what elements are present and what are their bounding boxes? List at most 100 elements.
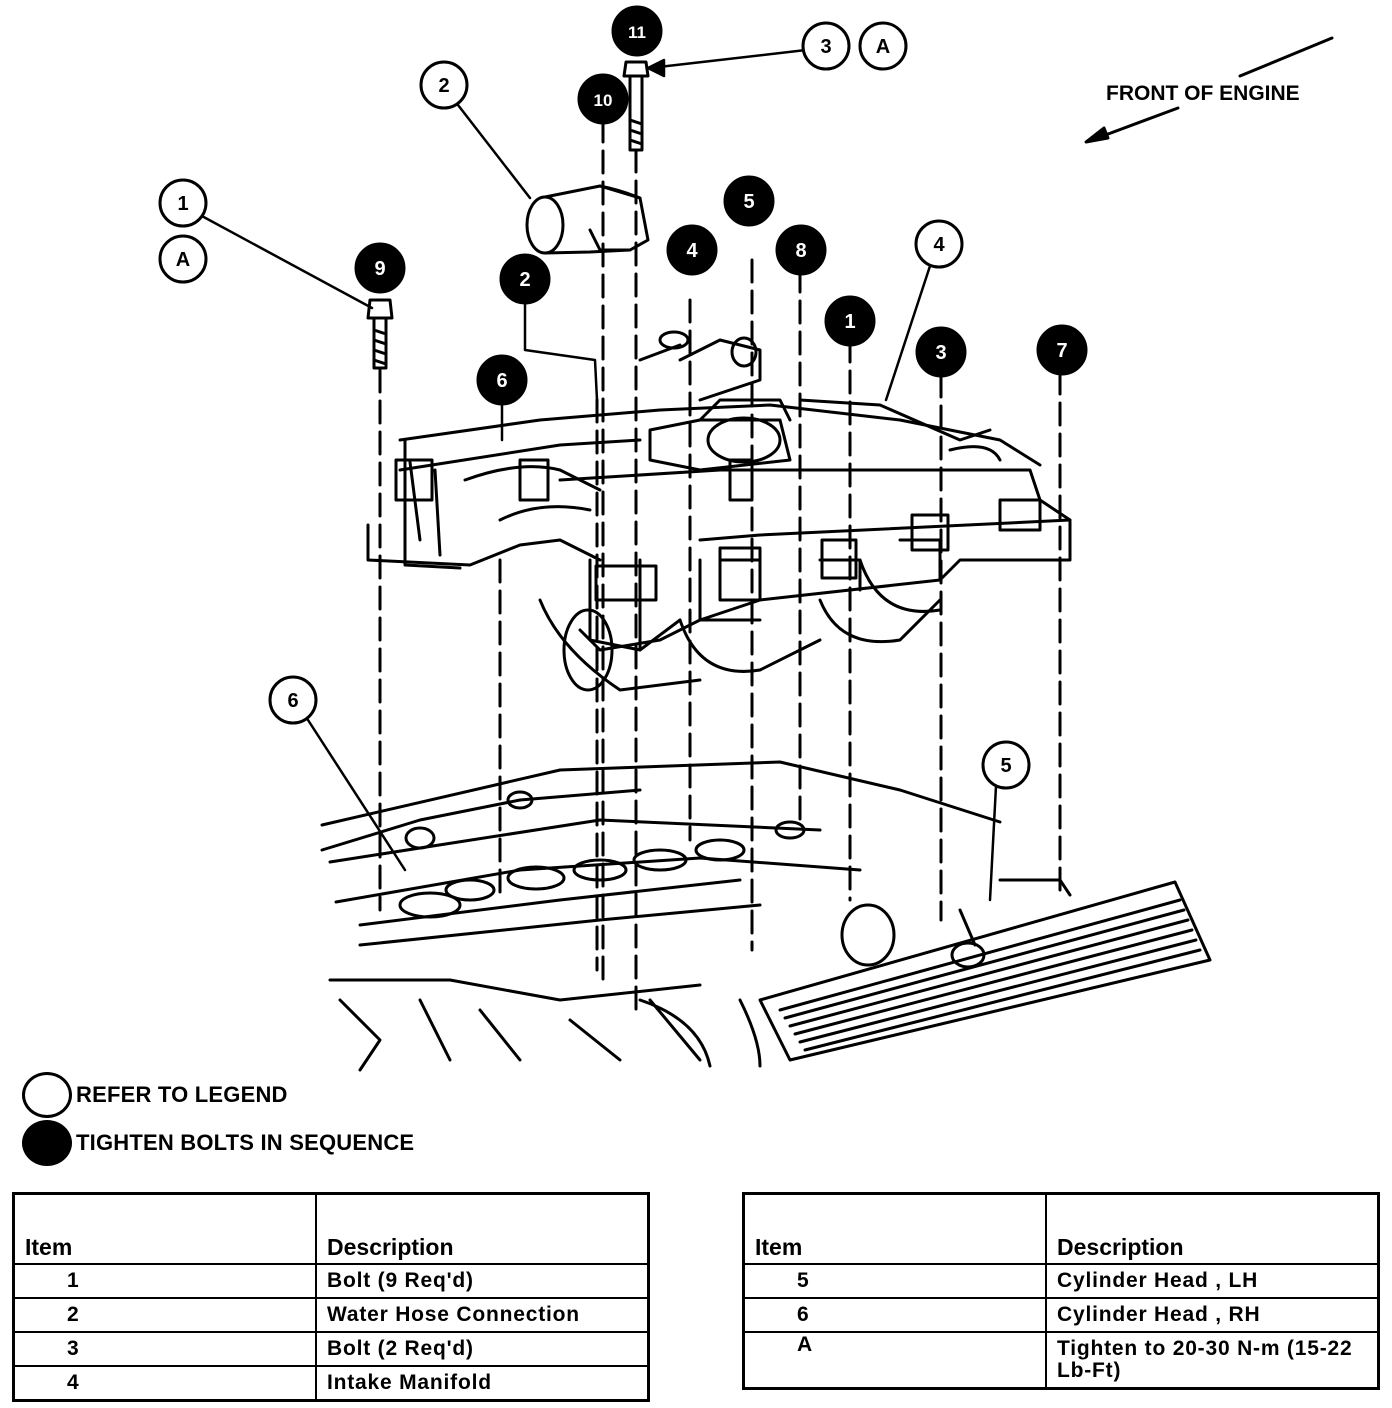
sequence-circle <box>1036 324 1088 376</box>
intake-manifold <box>366 330 1072 692</box>
sequence-callout-label: 9 <box>374 258 385 280</box>
table-row: 3 Bolt (2 Req'd) <box>12 1331 650 1367</box>
sequence-callout-6: 6 <box>476 354 528 406</box>
legend-callout-1: 1 <box>158 178 208 228</box>
legend-callout-A: A <box>858 21 908 71</box>
front-of-engine-arrow <box>1084 36 1334 144</box>
legend-circle <box>914 219 964 269</box>
table-header-row: Item Description <box>742 1192 1380 1265</box>
sequence-callout-4: 4 <box>666 224 718 276</box>
table-row: 1 Bolt (9 Req'd) <box>12 1263 650 1299</box>
sequence-callout-5: 5 <box>723 175 775 227</box>
sequence-circle <box>611 5 663 57</box>
sequence-callout-label: 5 <box>743 191 754 213</box>
sequence-callout-label: 11 <box>628 23 646 42</box>
table-row: 6 Cylinder Head , RH <box>742 1297 1380 1333</box>
legend-callout-5: 5 <box>981 740 1031 790</box>
sequence-callout-10: 10 <box>577 73 629 125</box>
sequence-callout-label: 2 <box>519 269 530 291</box>
description-cell: Cylinder Head , RH <box>1045 1297 1380 1333</box>
sequence-callout-1: 1 <box>824 295 876 347</box>
bolt-11 <box>622 60 650 152</box>
description-cell: Bolt (2 Req'd) <box>315 1331 650 1367</box>
sequence-circle <box>354 242 406 294</box>
description-cell: Water Hose Connection <box>315 1297 650 1333</box>
sequence-circle <box>915 326 967 378</box>
callout-leaders <box>198 48 998 902</box>
sequence-circle <box>824 295 876 347</box>
water-hose-connection <box>525 184 650 255</box>
sequence-callouts: 11 10 9 2 4 5 8 1 3 7 6 <box>354 5 1088 406</box>
item-cell: 3 <box>12 1331 317 1367</box>
legend-callout-label: 3 <box>820 36 831 58</box>
legend-callout-label: A <box>876 36 890 58</box>
front-of-engine-label: FRONT OF ENGINE <box>1106 82 1300 105</box>
legend-callout-label: A <box>176 249 190 271</box>
description-cell: Bolt (9 Req'd) <box>315 1263 650 1299</box>
legend-callout-6: 6 <box>268 675 318 725</box>
table-row: 2 Water Hose Connection <box>12 1297 650 1333</box>
legend-sequence-text: TIGHTEN BOLTS IN SEQUENCE <box>76 1130 415 1155</box>
legend-callout-label: 5 <box>1000 755 1011 777</box>
legend-callout-4: 4 <box>914 219 964 269</box>
legend-refer-row: REFER TO LEGEND <box>22 1072 288 1118</box>
sequence-circle <box>499 253 551 305</box>
legend-circle <box>858 21 908 71</box>
description-cell: Intake Manifold <box>315 1365 650 1402</box>
table-row: A Tighten to 20-30 N-m (15-22 Lb-Ft) <box>742 1331 1380 1389</box>
legend-callout-label: 1 <box>177 193 188 215</box>
item-cell: 1 <box>12 1263 317 1299</box>
table-row: 5 Cylinder Head , LH <box>742 1263 1380 1299</box>
sequence-circle <box>723 175 775 227</box>
item-cell: 2 <box>12 1297 317 1333</box>
item-header: Item <box>12 1192 317 1265</box>
sequence-callout-11: 11 <box>611 5 663 57</box>
item-cell: 5 <box>742 1263 1047 1299</box>
sequence-callout-label: 1 <box>844 311 855 333</box>
sequence-callout-3: 3 <box>915 326 967 378</box>
parts-table-left: Item Description 1 Bolt (9 Req'd) 2 Wate… <box>12 1192 650 1402</box>
legend-sequence-row: TIGHTEN BOLTS IN SEQUENCE <box>22 1120 414 1166</box>
item-cell: 4 <box>12 1365 317 1402</box>
sequence-callout-8: 8 <box>775 224 827 276</box>
legend-callout-label: 2 <box>438 75 449 97</box>
sequence-callout-7: 7 <box>1036 324 1088 376</box>
legend-callout-3: 3 <box>801 21 851 71</box>
item-cell: A <box>742 1331 1047 1389</box>
parts-table-right: Item Description 5 Cylinder Head , LH 6 … <box>742 1192 1380 1390</box>
description-cell: Tighten to 20-30 N-m (15-22 Lb-Ft) <box>1045 1331 1380 1389</box>
sequence-circle <box>666 224 718 276</box>
legend-circle <box>158 234 208 284</box>
sequence-circle <box>476 354 528 406</box>
sequence-callout-label: 6 <box>496 370 507 392</box>
table-row: 4 Intake Manifold <box>12 1365 650 1402</box>
legend-callout-label: 4 <box>933 234 945 256</box>
sequence-callout-label: 10 <box>594 91 613 110</box>
legend-circle <box>158 178 208 228</box>
sequence-callout-label: 4 <box>686 240 698 262</box>
sequence-callout-label: 3 <box>935 342 946 364</box>
sequence-callout-9: 9 <box>354 242 406 294</box>
legend-refer-text: REFER TO LEGEND <box>76 1082 288 1107</box>
sequence-circle <box>775 224 827 276</box>
sequence-callout-label: 8 <box>795 240 806 262</box>
legend-callout-2: 2 <box>419 60 469 110</box>
legend-circle <box>419 60 469 110</box>
open-circle-icon <box>22 1072 72 1118</box>
legend-circle <box>268 675 318 725</box>
sequence-callout-2: 2 <box>499 253 551 305</box>
legend-callout-A: A <box>158 234 208 284</box>
description-header: Description <box>315 1192 650 1265</box>
legend-callout-label: 6 <box>287 690 298 712</box>
cylinder-head-engine-block <box>320 760 1212 1072</box>
legend-circle <box>801 21 851 71</box>
sequence-callout-label: 7 <box>1056 340 1067 362</box>
table-header-row: Item Description <box>12 1192 650 1265</box>
bolt-alignment-lines <box>378 118 1062 1012</box>
description-header: Description <box>1045 1192 1380 1265</box>
description-cell: Cylinder Head , LH <box>1045 1263 1380 1299</box>
item-cell: 6 <box>742 1297 1047 1333</box>
item-header: Item <box>742 1192 1047 1265</box>
